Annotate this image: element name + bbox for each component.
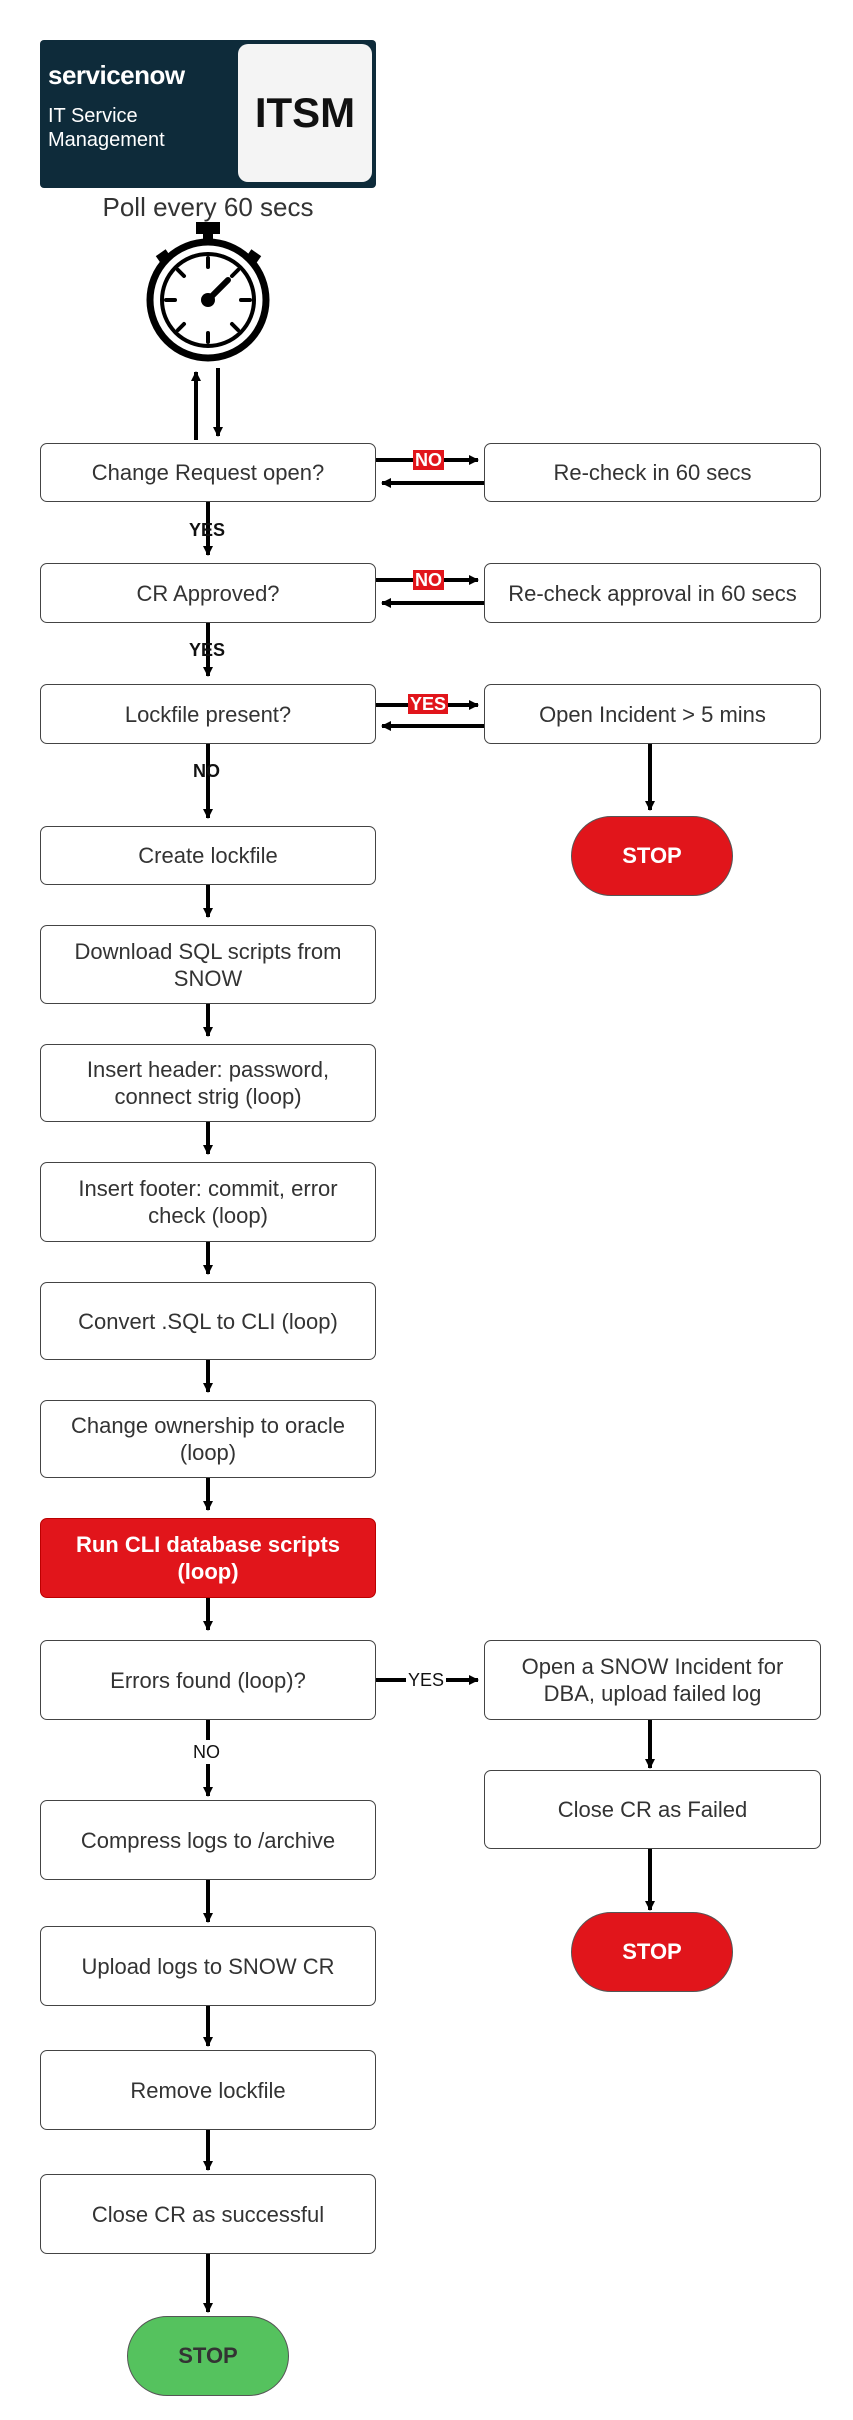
node-create-lockfile: Create lockfile [40,826,376,885]
node-open-snow-incident: Open a SNOW Incident for DBA, upload fai… [484,1640,821,1720]
node-download-sql: Download SQL scripts from SNOW [40,925,376,1004]
edge-label-no-3: NO [193,761,220,781]
edge-label-yes-4: YES [408,1670,445,1690]
logo-subtitle: IT Service Management [48,105,165,151]
node-recheck-60: Re-check in 60 secs [484,443,821,502]
node-cr-approved: CR Approved? [40,563,376,623]
node-stop-3: STOP [127,2316,289,2396]
node-convert-sql: Convert .SQL to CLI (loop) [40,1282,376,1360]
edge-label-no-1: NO [413,450,444,470]
logo-brand: servicenow [48,60,185,90]
edge-label-yes-2: YES [189,640,226,660]
node-insert-footer: Insert footer: commit, error check (loop… [40,1162,376,1242]
node-open-incident: Open Incident > 5 mins [484,684,821,744]
node-compress-logs: Compress logs to /archive [40,1800,376,1880]
servicenow-logo: servicenow IT Service Management ITSM [40,40,376,188]
node-run-cli: Run CLI database scripts (loop) [40,1518,376,1598]
node-recheck-approval: Re-check approval in 60 secs [484,563,821,623]
edge-label-no-2: NO [413,570,444,590]
node-lockfile-present: Lockfile present? [40,684,376,744]
edge-label-no-4: NO [193,1742,220,1762]
poll-label: Poll every 60 secs [102,192,314,222]
edge-label-yes-1: YES [189,520,226,540]
node-close-failed: Close CR as Failed [484,1770,821,1849]
node-close-success: Close CR as successful [40,2174,376,2254]
node-upload-logs: Upload logs to SNOW CR [40,1926,376,2006]
node-cr-open: Change Request open? [40,443,376,502]
edge-label-yes-3: YES [408,694,449,714]
node-stop-2: STOP [571,1912,733,1992]
node-errors-found: Errors found (loop)? [40,1640,376,1720]
logo-product: ITSM [238,44,372,182]
node-change-ownership: Change ownership to oracle (loop) [40,1400,376,1478]
node-remove-lockfile: Remove lockfile [40,2050,376,2130]
node-insert-header: Insert header: password, connect strig (… [40,1044,376,1122]
stopwatch-icon [146,222,270,362]
node-stop-1: STOP [571,816,733,896]
